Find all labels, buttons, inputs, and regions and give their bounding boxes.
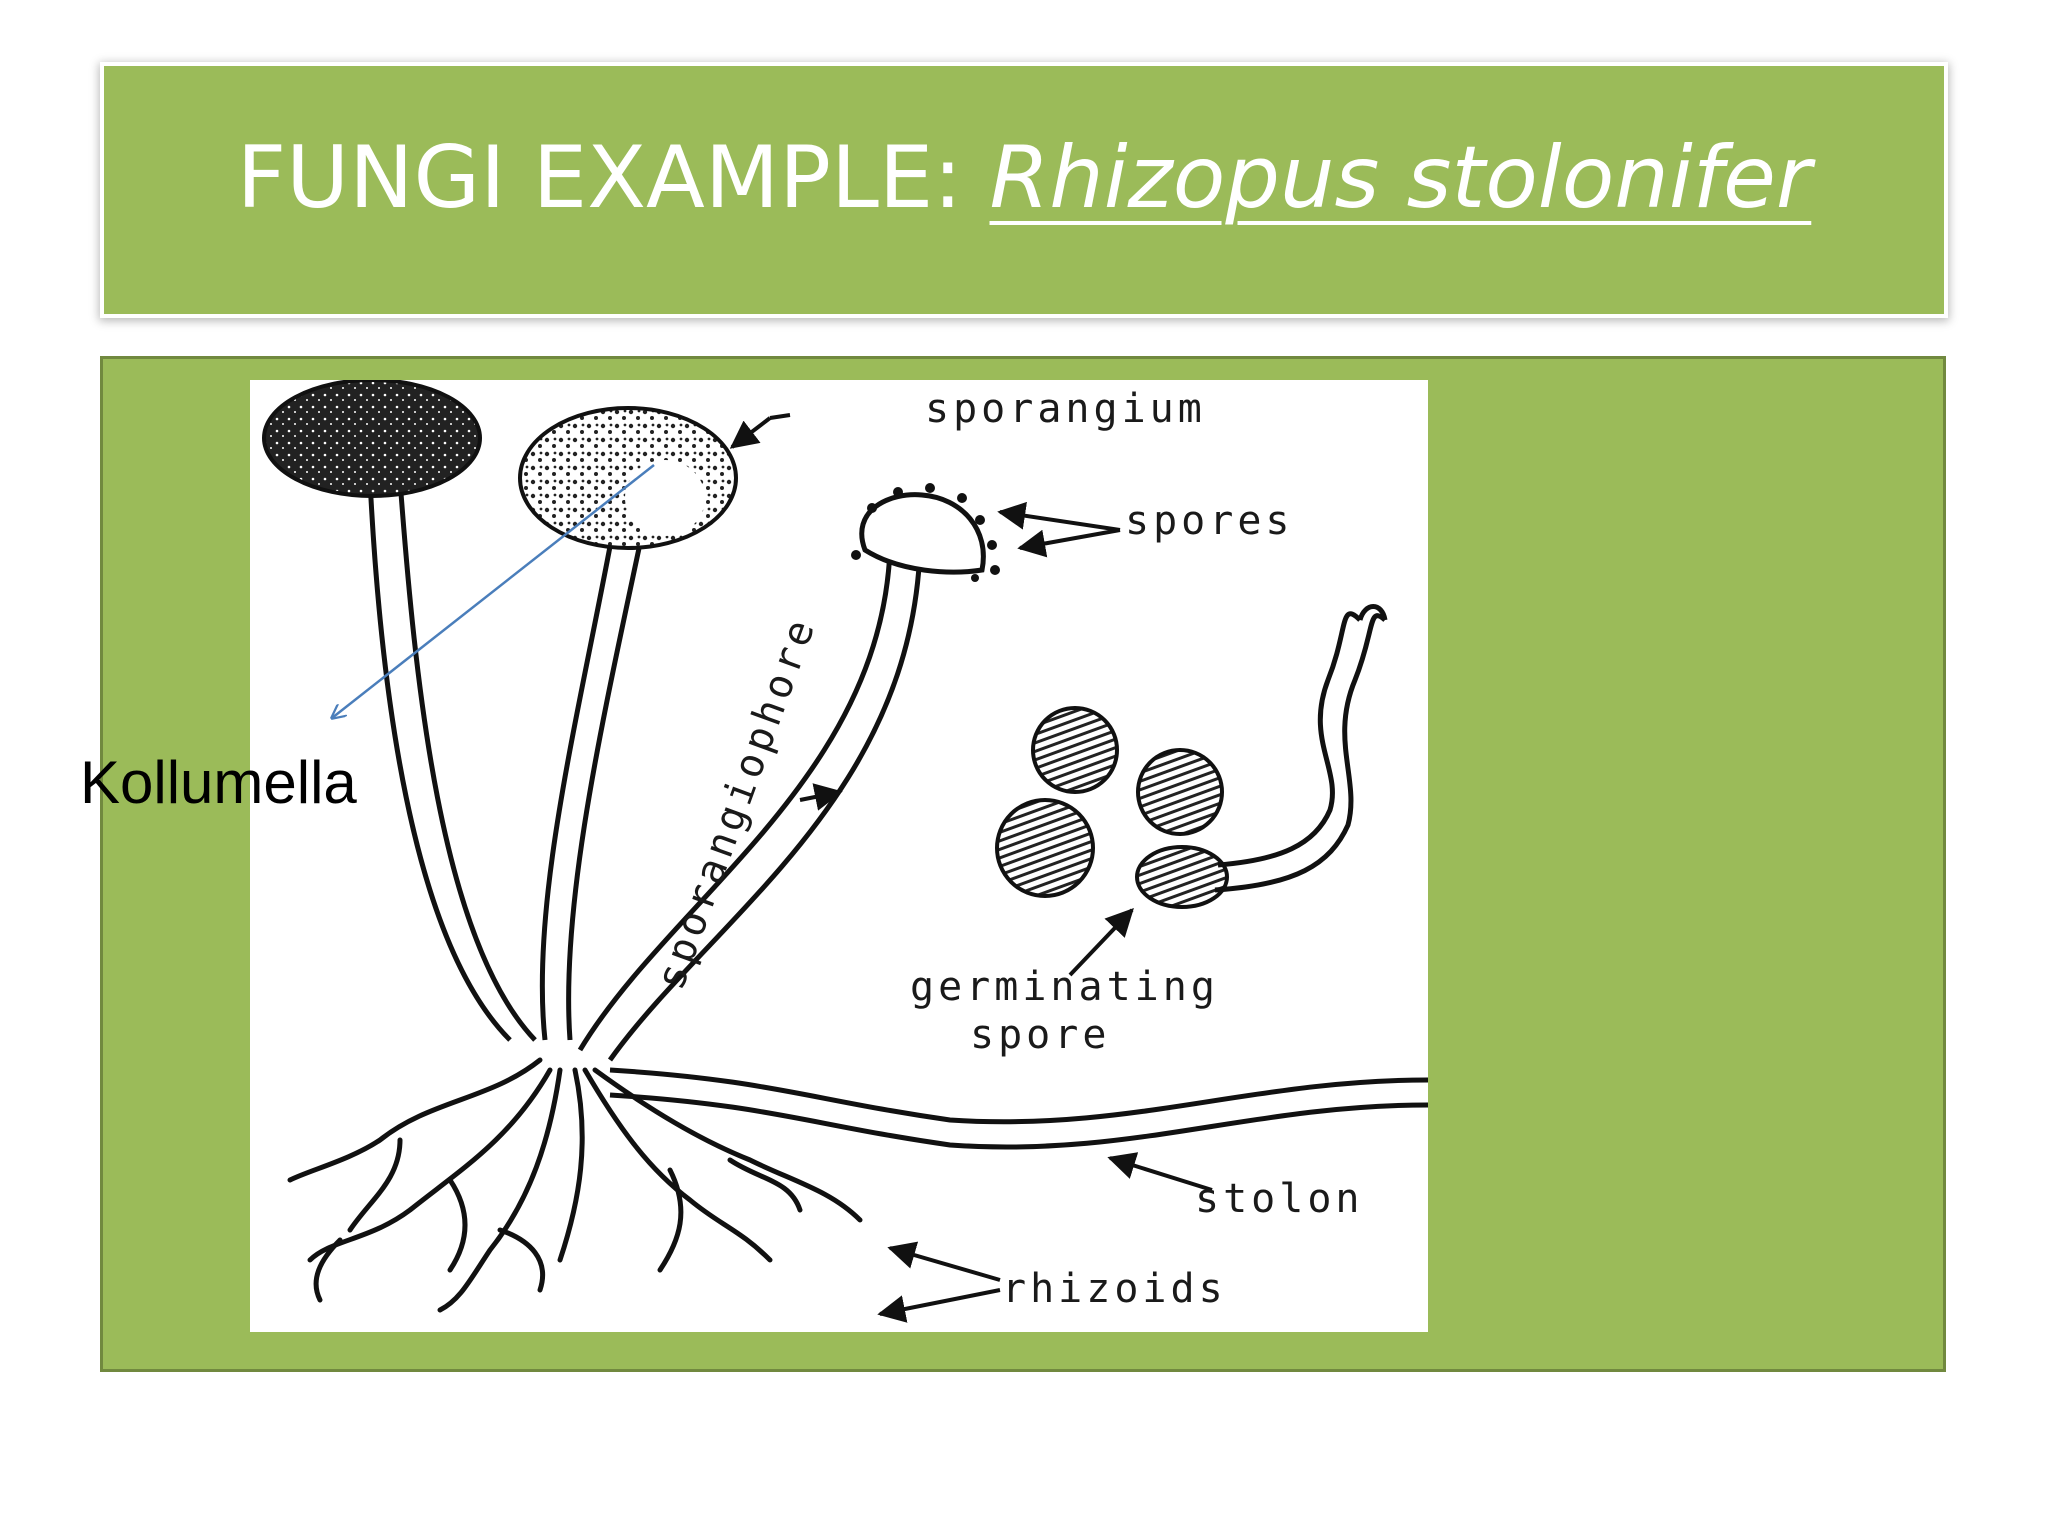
stolon xyxy=(609,1067,1428,1150)
diagram-drawing xyxy=(262,380,1428,1323)
label-rhizoids: rhizoids xyxy=(1002,1266,1227,1312)
label-arrows xyxy=(729,413,1213,1323)
germ-tube xyxy=(1214,604,1388,893)
title-prefix: FUNGI EXAMPLE: xyxy=(236,128,990,228)
label-sporangium: sporangium xyxy=(925,386,1206,432)
label-spores: spores xyxy=(1125,498,1294,544)
spore-cluster xyxy=(995,706,1229,909)
label-germinating-spore: spore xyxy=(970,1012,1111,1058)
sporangium-light xyxy=(518,406,738,550)
columella-bursting xyxy=(851,483,1000,582)
rhizoids xyxy=(287,1057,863,1313)
slide-title: FUNGI EXAMPLE: Rhizopus stolonifer xyxy=(0,128,2048,228)
kollumella-label: Kollumella xyxy=(80,749,357,816)
title-species: Rhizopus stolonifer xyxy=(989,128,1812,228)
label-germinating: germinating xyxy=(910,964,1219,1010)
sporangium-dark xyxy=(262,380,482,498)
label-stolon: stolon xyxy=(1195,1176,1364,1222)
rhizopus-diagram: sporangium spores sporangiophore germina… xyxy=(250,380,1428,1332)
title-bar xyxy=(104,66,1944,314)
sporangiophore-stalks xyxy=(367,479,923,1062)
